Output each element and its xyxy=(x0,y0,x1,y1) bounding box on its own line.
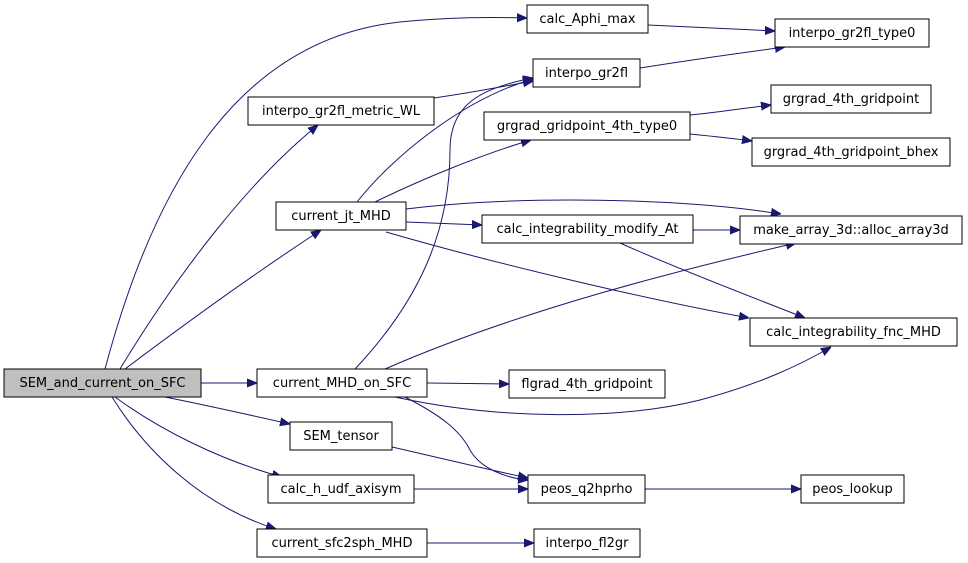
node-make-array-3d-alloc-array3d[interactable]: make_array_3d::alloc_array3d xyxy=(739,215,963,245)
edge-root-interpo-gr2fl-metric-wl xyxy=(119,125,318,370)
edges xyxy=(104,17,831,543)
edge-interpo-gr2fl-interpo-gr2fl-type0 xyxy=(639,47,785,69)
node-label: interpo_gr2fl_type0 xyxy=(789,26,916,41)
node-interpo-fl2gr[interactable]: interpo_fl2gr xyxy=(533,528,641,558)
edge-root-calc-aphi-max xyxy=(104,17,527,370)
node-sem-and-current-on-sfc[interactable]: SEM_and_current_on_SFC xyxy=(3,368,202,398)
edge-root-sem-tensor xyxy=(164,396,290,424)
edge-calc-aphi-max-interpo-gr2fl-type0 xyxy=(647,24,775,31)
edge-current-jt-mhd-calc-integrability-fnc-mhd xyxy=(385,231,749,318)
node-grgrad-gridpoint-4th-type0[interactable]: grgrad_gridpoint_4th_type0 xyxy=(483,111,691,141)
edge-current-jt-mhd-make-array xyxy=(405,199,781,214)
node-label: peos_lookup xyxy=(812,482,893,497)
edge-grgrad-type0-grgrad-4th-gridpoint xyxy=(689,105,771,116)
node-label: interpo_gr2fl_metric_WL xyxy=(262,104,421,119)
node-calc-integrability-modify-at[interactable]: calc_integrability_modify_At xyxy=(481,214,694,244)
node-peos-lookup[interactable]: peos_lookup xyxy=(800,474,905,504)
edge-root-current-sfc2sph-mhd xyxy=(111,396,276,529)
edge-current-mhd-on-sfc-make-array xyxy=(384,243,796,370)
node-label: calc_integrability_fnc_MHD xyxy=(766,325,941,340)
nodes: SEM_and_current_on_SFC calc_Aphi_max int… xyxy=(3,4,963,558)
edge-modify-at-fnc-mhd xyxy=(619,242,805,318)
edge-current-mhd-on-sfc-interpo-gr2fl xyxy=(354,78,533,370)
edge-current-mhd-on-sfc-peos-q2hprho xyxy=(404,396,528,480)
node-interpo-gr2fl-type0[interactable]: interpo_gr2fl_type0 xyxy=(774,18,930,48)
node-label: current_MHD_on_SFC xyxy=(273,376,411,391)
node-label: flgrad_4th_gridpoint xyxy=(521,377,652,392)
edge-current-mhd-on-sfc-fnc-mhd xyxy=(394,347,831,416)
edge-current-jt-mhd-calc-integrability-modify-at xyxy=(405,222,482,225)
node-label: grgrad_gridpoint_4th_type0 xyxy=(497,119,677,134)
node-calc-h-udf-axisym[interactable]: calc_h_udf_axisym xyxy=(267,474,415,504)
node-label: interpo_gr2fl xyxy=(545,66,628,81)
node-label: calc_Aphi_max xyxy=(539,12,635,27)
node-label: peos_q2hprho xyxy=(541,482,633,497)
node-grgrad-4th-gridpoint[interactable]: grgrad_4th_gridpoint xyxy=(770,84,932,114)
edge-grgrad-type0-grgrad-4th-gridpoint-bhex xyxy=(689,133,752,141)
edge-root-current-jt-mhd xyxy=(124,230,321,370)
node-label: calc_h_udf_axisym xyxy=(280,482,401,497)
node-flgrad-4th-gridpoint[interactable]: flgrad_4th_gridpoint xyxy=(508,369,666,399)
node-label: SEM_and_current_on_SFC xyxy=(19,376,185,391)
node-interpo-gr2fl[interactable]: interpo_gr2fl xyxy=(532,58,641,88)
node-current-mhd-on-sfc[interactable]: current_MHD_on_SFC xyxy=(256,368,428,398)
edge-root-calc-h-udf-axisym xyxy=(114,396,282,477)
node-calc-integrability-fnc-mhd[interactable]: calc_integrability_fnc_MHD xyxy=(749,317,958,347)
node-grgrad-4th-gridpoint-bhex[interactable]: grgrad_4th_gridpoint_bhex xyxy=(751,137,951,167)
node-label: calc_integrability_modify_At xyxy=(496,222,678,237)
node-label: grgrad_4th_gridpoint xyxy=(783,92,919,107)
node-label: grgrad_4th_gridpoint_bhex xyxy=(764,145,939,160)
node-sem-tensor[interactable]: SEM_tensor xyxy=(289,421,393,451)
node-current-sfc2sph-mhd[interactable]: current_sfc2sph_MHD xyxy=(256,528,428,558)
edge-sem-tensor-peos-q2hprho xyxy=(391,446,528,478)
node-peos-q2hprho[interactable]: peos_q2hprho xyxy=(527,474,646,504)
node-label: current_sfc2sph_MHD xyxy=(272,536,413,551)
node-label: current_jt_MHD xyxy=(291,209,391,224)
edge-current-jt-mhd-interpo-gr2fl xyxy=(356,79,533,203)
edge-current-mhd-on-sfc-flgrad xyxy=(426,383,509,384)
node-label: make_array_3d::alloc_array3d xyxy=(753,223,948,238)
node-label: SEM_tensor xyxy=(303,429,379,444)
node-calc-aphi-max[interactable]: calc_Aphi_max xyxy=(526,4,649,34)
node-label: interpo_fl2gr xyxy=(545,536,629,551)
edge-current-jt-mhd-grgrad-gridpoint-4th-type0 xyxy=(374,140,531,203)
node-interpo-gr2fl-metric-wl[interactable]: interpo_gr2fl_metric_WL xyxy=(247,96,435,126)
node-current-jt-mhd[interactable]: current_jt_MHD xyxy=(275,201,407,231)
